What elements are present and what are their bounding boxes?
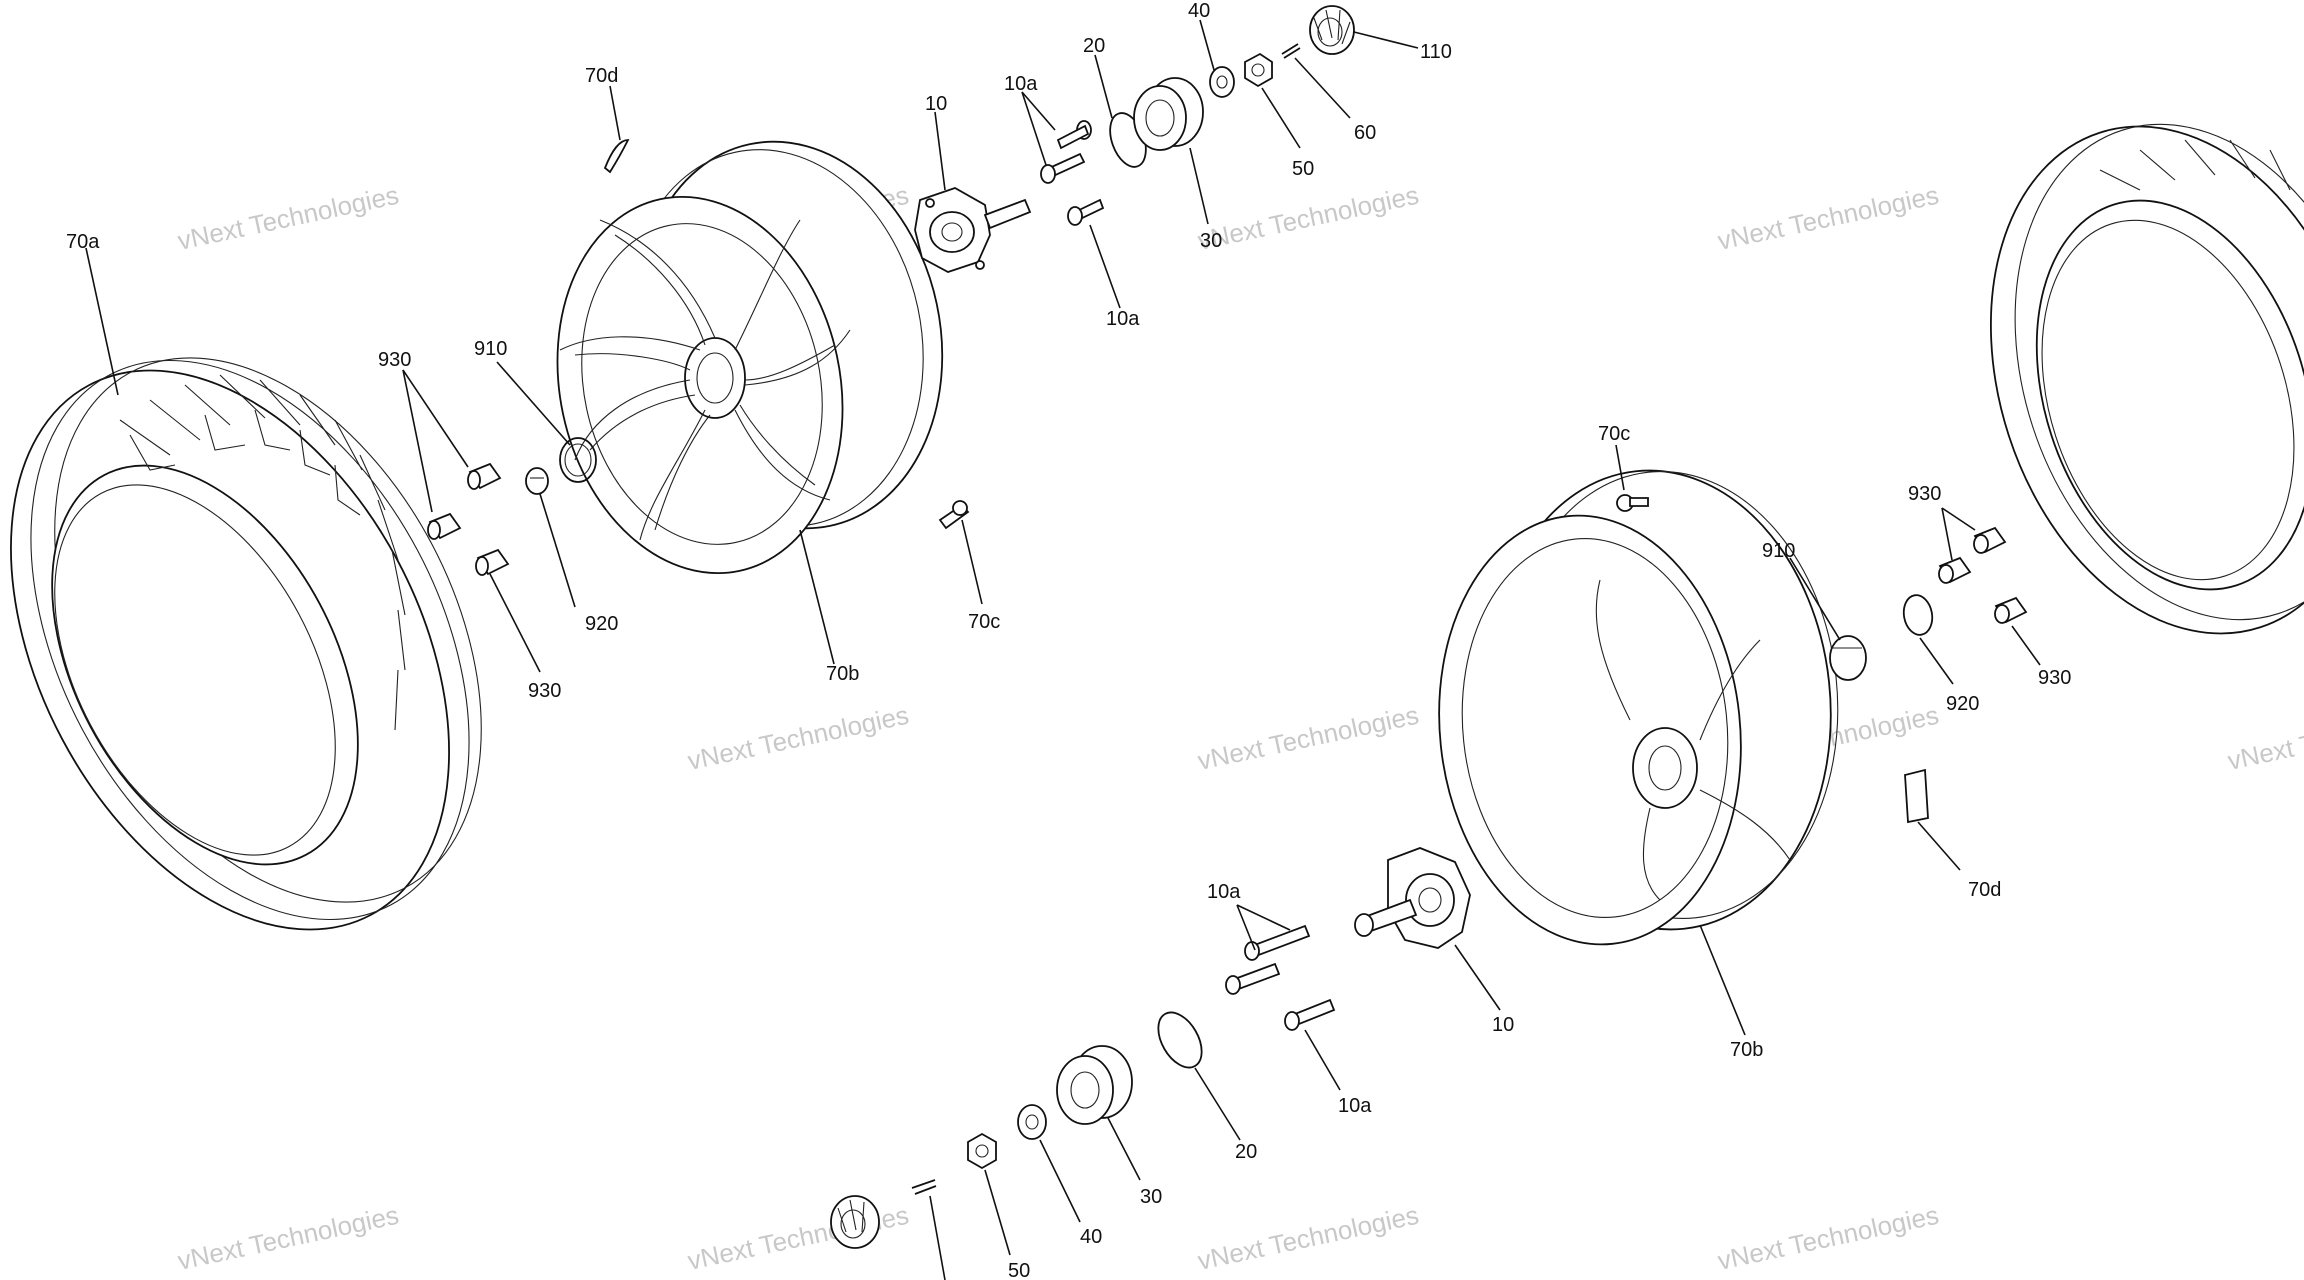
wheel-weight-right — [1904, 768, 1929, 824]
callout-10a: 10a — [1004, 73, 1038, 95]
wheel-weight-top — [603, 139, 630, 174]
bearing-top — [1133, 77, 1204, 151]
center-cap-right — [1829, 635, 1867, 681]
callout-930: 930 — [528, 680, 561, 702]
callout-910: 910 — [1762, 540, 1795, 562]
stud-bolts-top — [1040, 120, 1105, 226]
lug-nuts-left — [427, 462, 510, 576]
center-cap-ring-left — [559, 437, 597, 483]
circlip-bottom — [1157, 1011, 1203, 1069]
callout-930: 930 — [378, 349, 411, 371]
callout-10: 10 — [925, 93, 947, 115]
callout-20: 20 — [1235, 1141, 1257, 1163]
hub-top — [914, 187, 1032, 273]
right-tire — [1989, 123, 2304, 635]
callout-110: 110 — [1420, 41, 1452, 63]
center-cap-left — [525, 467, 549, 495]
nut-bottom — [967, 1132, 997, 1170]
watermark-text: vNext Technologies — [1195, 180, 1421, 256]
callout-40: 40 — [1080, 1226, 1102, 1248]
watermark-text: vNext Technologies — [1715, 180, 1941, 256]
callout-30: 30 — [1200, 230, 1222, 252]
callout-70a: 70a — [66, 231, 100, 253]
watermark-text: vNext Technologies — [1195, 1200, 1421, 1276]
nut-top — [1244, 52, 1273, 88]
valve-stem-left — [938, 500, 970, 530]
right-rim — [1438, 469, 1839, 946]
cotter-pin-bottom — [911, 1179, 937, 1195]
lug-nuts-right — [1938, 526, 2028, 624]
callout-930: 930 — [1908, 483, 1941, 505]
callout-70c: 70c — [968, 611, 1000, 633]
callout-10: 10 — [1492, 1014, 1514, 1036]
callout-10a: 10a — [1106, 308, 1140, 330]
hub-cap-bottom — [830, 1195, 880, 1249]
callout-20: 20 — [1083, 35, 1105, 57]
washer-top — [1209, 66, 1235, 98]
stud-bolts-bottom — [1225, 924, 1336, 1031]
callout-70b: 70b — [1730, 1039, 1763, 1061]
callout-70c: 70c — [1598, 423, 1630, 445]
callout-50: 50 — [1292, 158, 1314, 180]
callout-40: 40 — [1188, 0, 1210, 22]
callout-920: 920 — [585, 613, 618, 635]
callout-70d: 70d — [585, 65, 618, 87]
watermark-text: vNext Technologies — [1715, 1200, 1941, 1276]
callout-labels: 70a 70d 930 910 920 930 70b 70c 10 10a 1… — [66, 0, 2071, 1280]
watermark-text: vNext Technologies — [1195, 700, 1421, 776]
leader-lines — [85, 19, 2041, 1280]
callout-10a: 10a — [1338, 1095, 1372, 1117]
watermark-text: vNext Technologies — [2225, 700, 2304, 776]
hub-cap-top — [1309, 5, 1355, 55]
callout-60: 60 — [1354, 122, 1376, 144]
left-tire — [10, 357, 482, 931]
hub-bottom — [1354, 847, 1471, 949]
callout-50: 50 — [1008, 1260, 1030, 1280]
watermark-text: vNext Technologies — [175, 1200, 401, 1276]
callout-930: 930 — [2038, 667, 2071, 689]
callout-70b: 70b — [826, 663, 859, 685]
callout-910: 910 — [474, 338, 507, 360]
callout-30: 30 — [1140, 1186, 1162, 1208]
washer-bottom — [1017, 1104, 1047, 1140]
callout-70d: 70d — [1968, 879, 2001, 901]
center-cap-disc-right — [1902, 594, 1934, 636]
bearing-bottom — [1056, 1045, 1133, 1125]
watermark-text: vNext Technologies — [685, 700, 911, 776]
valve-stem-right — [1616, 494, 1649, 512]
cotter-pin-top — [1281, 43, 1301, 59]
callout-10a: 10a — [1207, 881, 1241, 903]
watermark-text: vNext Technologies — [175, 180, 401, 256]
callout-920: 920 — [1946, 693, 1979, 715]
left-rim — [556, 140, 944, 575]
